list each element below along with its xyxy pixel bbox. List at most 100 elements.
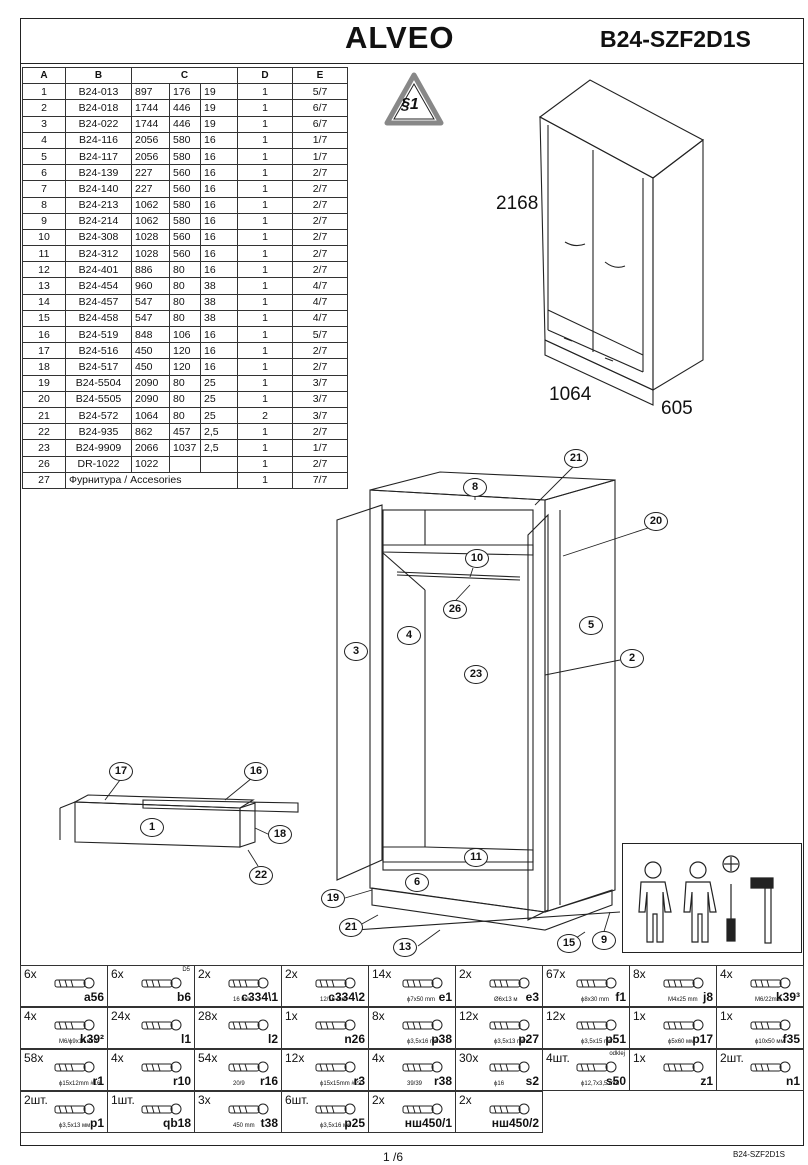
hardware-spec: ϕ15x12mm #16: [59, 1081, 101, 1087]
table-cell: 446: [169, 99, 201, 117]
hardware-qty: 1шт.: [111, 1093, 135, 1107]
hardware-code: z1: [700, 1074, 713, 1088]
hardware-qty: 6x: [24, 967, 37, 981]
callout-21-top: 21: [564, 449, 588, 468]
hardware-icon: [54, 1103, 95, 1115]
hardware-code: qb18: [162, 1116, 191, 1130]
hardware-spec: ϕ12,7x3,5 mm: [581, 1081, 620, 1087]
hardware-spec: ϕ3,5x16 мм: [320, 1123, 352, 1129]
hardware-spec: 12/16 mm: [320, 997, 347, 1003]
hardware-qty: 2x: [198, 967, 211, 981]
hardware-icon: [54, 1061, 95, 1073]
hardware-spec: ϕ3,5x16 mm: [407, 1039, 441, 1045]
hardware-qty: 4x: [24, 1009, 37, 1023]
hardware-icon: [663, 1061, 704, 1073]
table-cell: 560: [169, 245, 201, 263]
hardware-icon: [315, 1103, 356, 1115]
hardware-icon: [663, 1019, 704, 1031]
hardware-code: r16: [259, 1074, 278, 1088]
hardware-qty: 1x: [720, 1009, 733, 1023]
hardware-spec: ϕ3,5x13 мм: [59, 1123, 91, 1129]
hardware-icon: [576, 1019, 617, 1031]
hardware-qty: 14x: [372, 967, 392, 981]
table-cell: B24-9909: [65, 439, 132, 457]
callout-5: 5: [579, 616, 603, 635]
hardware-qty: 12x: [459, 1009, 479, 1023]
hardware-spec: 16 mm: [233, 997, 252, 1003]
hardware-code: l2: [267, 1032, 278, 1046]
callout-16: 16: [244, 762, 268, 781]
hardware-code: k39³: [775, 990, 800, 1004]
callout-4: 4: [397, 626, 421, 645]
hardware-icon: [141, 1019, 182, 1031]
hardware-item-qb18: 1шт. qb18: [107, 1091, 195, 1133]
hardware-qty: 24x: [111, 1009, 131, 1023]
hardware-icon: [315, 1061, 356, 1073]
hardware-code: k39²: [79, 1032, 104, 1046]
warning-triangle-icon: [384, 72, 444, 126]
hardware-qty: 8x: [633, 967, 646, 981]
hardware-qty: 8x: [372, 1009, 385, 1023]
hardware-spec: 20/9: [233, 1081, 245, 1087]
callout-8: 8: [463, 478, 487, 497]
section-sign: §1: [401, 96, 419, 113]
hardware-icon: [228, 977, 269, 989]
table-cell: 2090: [131, 374, 170, 392]
hardware-spec: 39/39: [407, 1081, 423, 1087]
table-cell: B24-140: [65, 180, 132, 198]
callout-20: 20: [644, 512, 668, 531]
person-icon: [644, 861, 662, 879]
hardware-code: p25: [344, 1116, 365, 1130]
hardware-code: r1: [92, 1074, 104, 1088]
hardware-qty: 6x: [111, 967, 124, 981]
hardware-qty: 4x: [111, 1051, 124, 1065]
hardware-spec: 450 mm: [233, 1123, 255, 1129]
table-cell: B24-401: [65, 261, 132, 279]
hardware-code: n1: [785, 1074, 800, 1088]
table-cell: 580: [169, 196, 201, 214]
product-code: B24-SZF2D1S: [600, 26, 751, 52]
callout-23: 23: [464, 665, 488, 684]
brand-title: ALVEO: [345, 20, 455, 55]
table-cell: 1062: [131, 196, 170, 214]
callout-10: 10: [465, 549, 489, 568]
hardware-qty: 1x: [633, 1009, 646, 1023]
hardware-code: e3: [525, 990, 539, 1004]
drawer-exploded: [59, 794, 299, 848]
hardware-spec: ϕ16: [494, 1081, 505, 1087]
hardware-code: b6: [176, 990, 191, 1004]
hardware-qty: 12x: [546, 1009, 566, 1023]
hardware-qty: 58x: [24, 1051, 44, 1065]
table-cell: B24-312: [65, 245, 132, 263]
dimension-height: 2168: [496, 193, 539, 214]
callout-17: 17: [109, 762, 133, 781]
hardware-icon: [489, 1061, 530, 1073]
table-cell: 1/7: [292, 439, 348, 457]
callout-6: 6: [405, 873, 429, 892]
hardware-code: e1: [438, 990, 452, 1004]
hardware-qty: 4шт.: [546, 1051, 570, 1065]
page-number: 1 /6: [383, 1150, 404, 1164]
hardware-qty: 6шт.: [285, 1093, 309, 1107]
callout-2: 2: [620, 649, 644, 668]
table-cell: 3/7: [292, 390, 348, 408]
hardware-icon: [315, 1019, 356, 1031]
hardware-qty: 2шт.: [720, 1051, 744, 1065]
hardware-icon: [315, 977, 356, 989]
